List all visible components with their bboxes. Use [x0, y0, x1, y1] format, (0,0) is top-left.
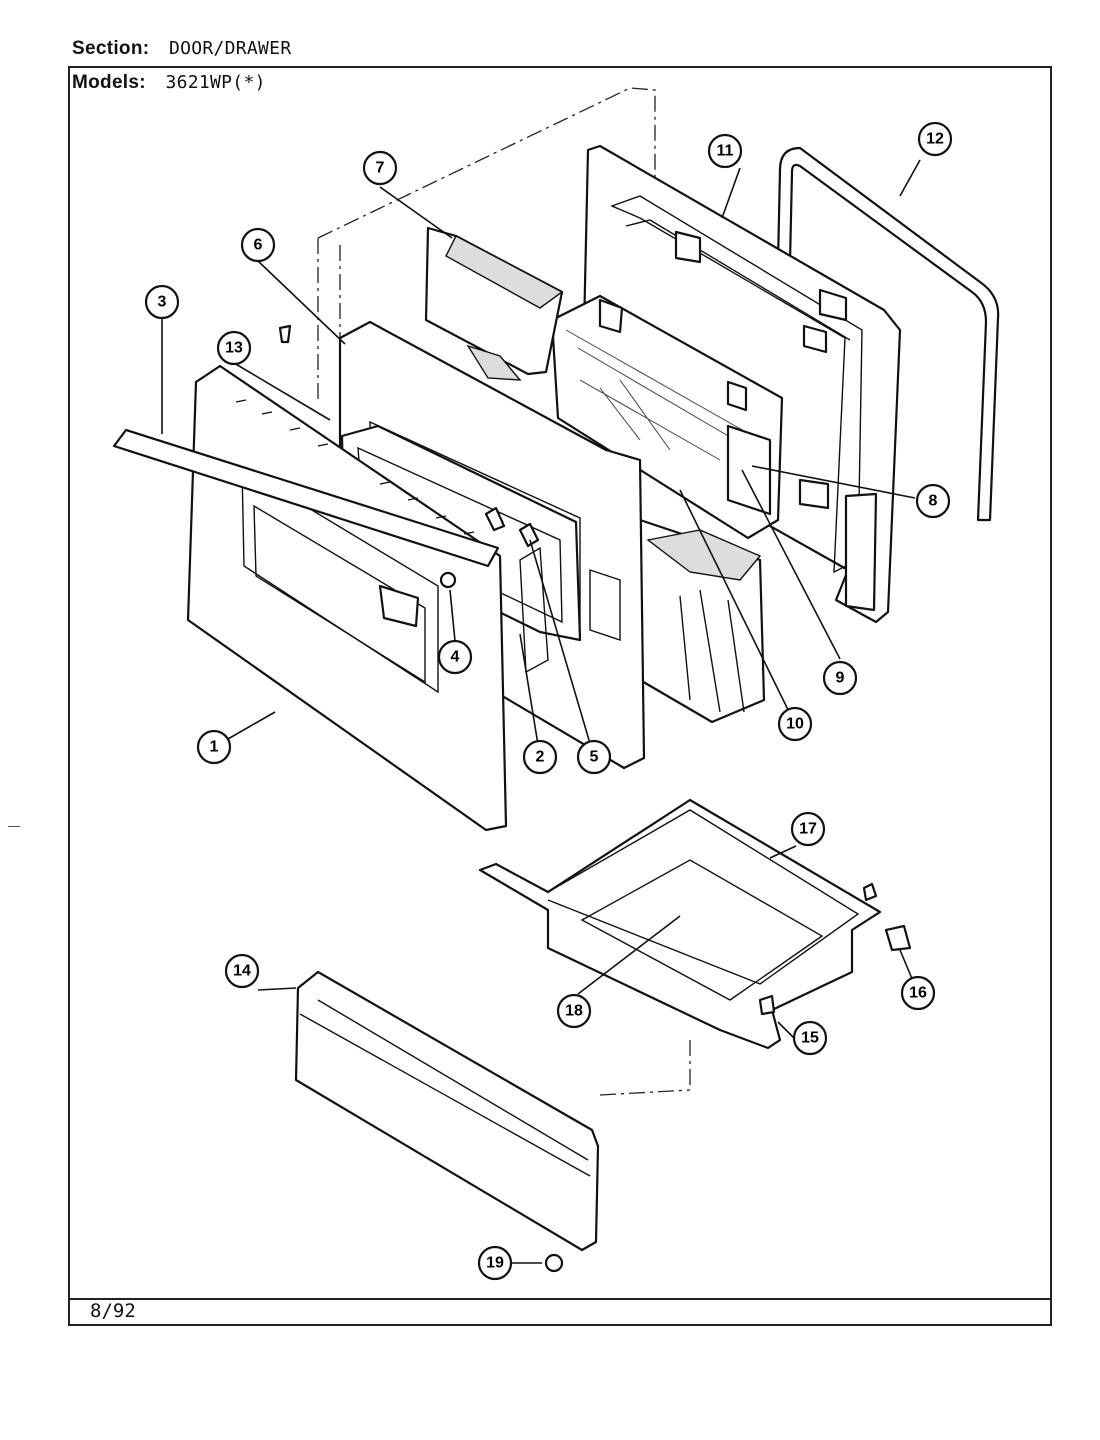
callout-12: 12: [917, 121, 953, 157]
callout-6-label: 6: [254, 237, 263, 254]
callout-16: 16: [900, 975, 936, 1011]
callout-15: 15: [792, 1020, 828, 1056]
drawer-front-panel: [294, 970, 600, 1252]
inner-glass-pack: [550, 294, 828, 540]
callout-5-label: 5: [590, 749, 599, 766]
callout-1: 1: [196, 729, 232, 765]
footer-divider: [68, 1298, 1052, 1300]
callout-14-label: 14: [233, 963, 251, 980]
callout-3: 3: [144, 284, 180, 320]
callout-4-label: 4: [451, 649, 460, 666]
drawer-body: [478, 798, 912, 1050]
callout-6: 6: [240, 227, 276, 263]
callout-10: 10: [777, 706, 813, 742]
callout-2-label: 2: [536, 749, 545, 766]
callout-16-label: 16: [909, 985, 927, 1002]
callout-13-label: 13: [225, 340, 243, 357]
callout-5: 5: [576, 739, 612, 775]
callout-7: 7: [362, 150, 398, 186]
callout-3-label: 3: [158, 294, 167, 311]
door-gasket: [776, 146, 1000, 522]
insulation-lower: [638, 518, 766, 724]
callout-17-label: 17: [799, 821, 817, 838]
models-heading: Models: 3621WP(*): [72, 72, 266, 94]
callout-8-label: 8: [929, 493, 938, 510]
callout-14: 14: [224, 953, 260, 989]
callout-15-label: 15: [801, 1030, 819, 1047]
models-value: 3621WP(*): [165, 72, 266, 93]
callout-8: 8: [915, 483, 951, 519]
callout-19-label: 19: [486, 1255, 504, 1272]
callout-17: 17: [790, 811, 826, 847]
door-handle: [112, 428, 500, 568]
callout-19: 19: [477, 1245, 513, 1281]
callout-9: 9: [822, 660, 858, 696]
callout-2: 2: [522, 739, 558, 775]
section-value: DOOR/DRAWER: [168, 38, 292, 59]
section-heading: Section: DOOR/DRAWER: [72, 38, 291, 60]
fasteners: [278, 324, 540, 548]
date-code: 8/92: [90, 1300, 136, 1322]
leader-lines: [161, 159, 921, 1264]
insulation-upper: [424, 226, 564, 381]
callout-1-label: 1: [210, 739, 219, 756]
drawer-glide: [544, 1253, 564, 1273]
callout-11-label: 11: [717, 143, 734, 160]
diagram-frame: [68, 66, 1052, 1326]
section-label: Section:: [72, 38, 150, 59]
callout-12-label: 12: [926, 131, 944, 148]
callout-18: 18: [556, 993, 592, 1029]
callout-9-label: 9: [836, 670, 845, 687]
callout-18-label: 18: [565, 1003, 583, 1020]
callout-10-label: 10: [786, 716, 804, 733]
callout-4: 4: [437, 639, 473, 675]
callout-7-label: 7: [376, 160, 385, 177]
margin-mark: [8, 826, 20, 827]
callout-11: 11: [707, 133, 743, 169]
callout-13: 13: [216, 330, 252, 366]
models-label: Models:: [72, 72, 146, 93]
